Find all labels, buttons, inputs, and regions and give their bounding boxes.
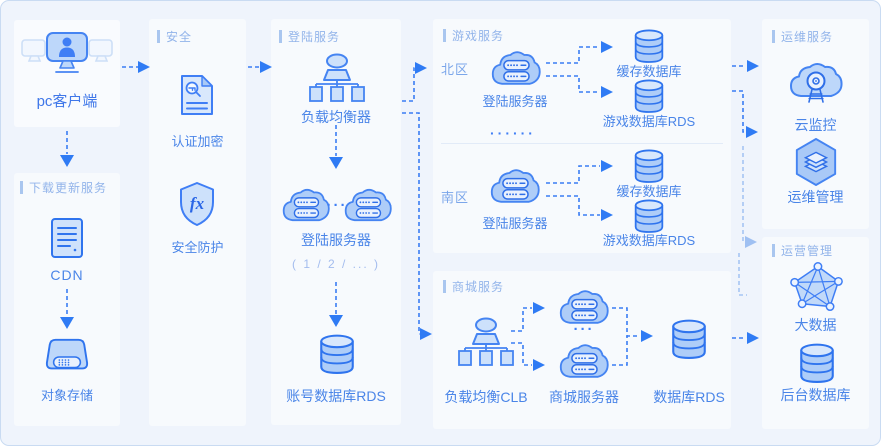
section-bar xyxy=(279,30,282,43)
section-bar xyxy=(20,181,23,194)
arrowhead xyxy=(415,62,427,74)
auth-encrypt-icon xyxy=(179,73,215,117)
security-protection-label: 安全防护 xyxy=(171,240,224,255)
mall-db-icon xyxy=(667,318,711,360)
connector-game-to-ops-manage xyxy=(732,90,745,133)
north-game-db-icon xyxy=(633,78,665,114)
section-security: 安全 认证加密 fx 安全防护 xyxy=(149,19,246,426)
section-download-service: 下载更新服务 CDN xyxy=(14,173,120,426)
north-login-server-icon xyxy=(490,48,542,88)
load-balancer-icon xyxy=(308,53,366,103)
security-section-title: 安全 xyxy=(166,30,193,44)
connector-ops-to-biz-header xyxy=(742,146,744,243)
section-bar xyxy=(772,244,775,257)
south-cache-db-label: 缓存数据库 xyxy=(616,184,682,199)
section-ops-service: 运维服务 云监控 运维管理 xyxy=(762,19,869,229)
mall-server-dots: ··· xyxy=(573,321,595,338)
mall-server-cloud-icon xyxy=(558,341,610,381)
ops-section-title: 运维服务 xyxy=(781,30,834,44)
login-server-dots: ··· xyxy=(326,197,348,214)
login-server-cloud-icon xyxy=(281,186,331,224)
game-section-header: 游戏服务 xyxy=(443,27,504,44)
section-bar xyxy=(772,30,775,43)
section-biz-management: 运营管理 大数据 后台数据库 xyxy=(762,237,869,429)
login-server-label: 登陆服务器 xyxy=(301,232,371,248)
login-section-title: 登陆服务 xyxy=(288,30,341,44)
section-bar xyxy=(443,280,446,293)
pc-client-icon xyxy=(20,30,114,84)
south-game-db-label: 游戏数据库RDS xyxy=(602,233,696,248)
section-bar xyxy=(157,30,160,43)
big-data-label: 大数据 xyxy=(794,317,837,333)
pc-client-panel: pc客户端 xyxy=(14,20,120,127)
svg-text:fx: fx xyxy=(190,194,205,213)
arrowhead xyxy=(746,126,758,138)
mall-server-label: 商城服务器 xyxy=(549,389,619,405)
ops-manage-icon xyxy=(793,137,839,187)
mall-section-title: 商城服务 xyxy=(452,280,505,294)
account-db-icon xyxy=(318,333,356,375)
biz-section-title: 运营管理 xyxy=(781,244,834,258)
south-zone-label: 南区 xyxy=(441,190,470,205)
arrowhead-light xyxy=(745,236,757,248)
mall-clb-label: 负载均衡CLB xyxy=(444,389,528,405)
auth-encrypt-label: 认证加密 xyxy=(171,134,224,149)
south-game-db-icon xyxy=(633,198,665,234)
big-data-icon xyxy=(790,261,844,313)
arrowhead xyxy=(420,328,432,340)
login-server-note: ( 1 / 2 / ... ) xyxy=(291,257,380,271)
ops-manage-label: 运维管理 xyxy=(787,189,844,205)
north-login-server-label: 登陆服务器 xyxy=(482,94,548,109)
connector-login-to-game-north xyxy=(402,67,415,102)
cloud-monitor-label: 云监控 xyxy=(794,117,837,133)
mall-section-header: 商城服务 xyxy=(443,278,504,295)
login-server-cloud-icon xyxy=(343,186,393,224)
section-login-service: 登陆服务 负载均衡器 ··· 登陆服务器 ( 1 / 2 / ... ) 账号数… xyxy=(271,19,401,425)
north-cache-db-icon xyxy=(633,28,665,64)
load-balancer-label: 负载均衡器 xyxy=(301,109,371,125)
ops-section-header: 运维服务 xyxy=(772,28,833,45)
arrowhead xyxy=(747,60,759,72)
download-section-title: 下载更新服务 xyxy=(29,181,108,195)
arrowhead xyxy=(747,332,759,344)
arrowhead xyxy=(60,155,74,167)
cdn-label: CDN xyxy=(50,267,84,283)
cdn-icon xyxy=(50,217,84,259)
download-section-header: 下载更新服务 xyxy=(20,179,107,196)
account-db-label: 账号数据库RDS xyxy=(286,388,386,404)
section-bar xyxy=(443,29,446,42)
mall-clb-icon xyxy=(457,317,515,367)
backend-db-icon xyxy=(795,342,839,384)
zone-divider xyxy=(441,143,723,144)
north-cache-db-label: 缓存数据库 xyxy=(616,64,682,79)
object-storage-icon xyxy=(45,337,89,377)
south-login-server-label: 登陆服务器 xyxy=(482,216,548,231)
login-section-header: 登陆服务 xyxy=(279,28,340,45)
mall-db-label: 数据库RDS xyxy=(653,389,725,405)
section-mall-service: 商城服务 负载均衡CLB ··· 商城服务器 数据库RDS xyxy=(433,271,731,429)
south-login-server-icon xyxy=(489,166,541,206)
section-game-service: 游戏服务 北区 登陆服务器 缓存数据库 游戏数据库RDS ······ 南区 登… xyxy=(433,19,731,253)
backend-db-label: 后台数据库 xyxy=(780,387,851,403)
security-section-header: 安全 xyxy=(157,28,192,45)
connector-ops-to-bigdata xyxy=(738,253,747,296)
zone-separator-dots: ······ xyxy=(490,125,536,141)
connector-login-to-mall xyxy=(402,112,420,335)
game-section-title: 游戏服务 xyxy=(452,29,505,43)
cloud-monitor-icon xyxy=(788,60,844,106)
security-shield-icon: fx xyxy=(177,181,217,227)
north-zone-label: 北区 xyxy=(441,62,470,77)
north-game-db-label: 游戏数据库RDS xyxy=(602,114,696,129)
south-cache-db-icon xyxy=(633,148,665,184)
biz-section-header: 运营管理 xyxy=(772,242,833,259)
object-storage-label: 对象存储 xyxy=(40,388,93,403)
pc-client-label: pc客户端 xyxy=(36,93,98,110)
